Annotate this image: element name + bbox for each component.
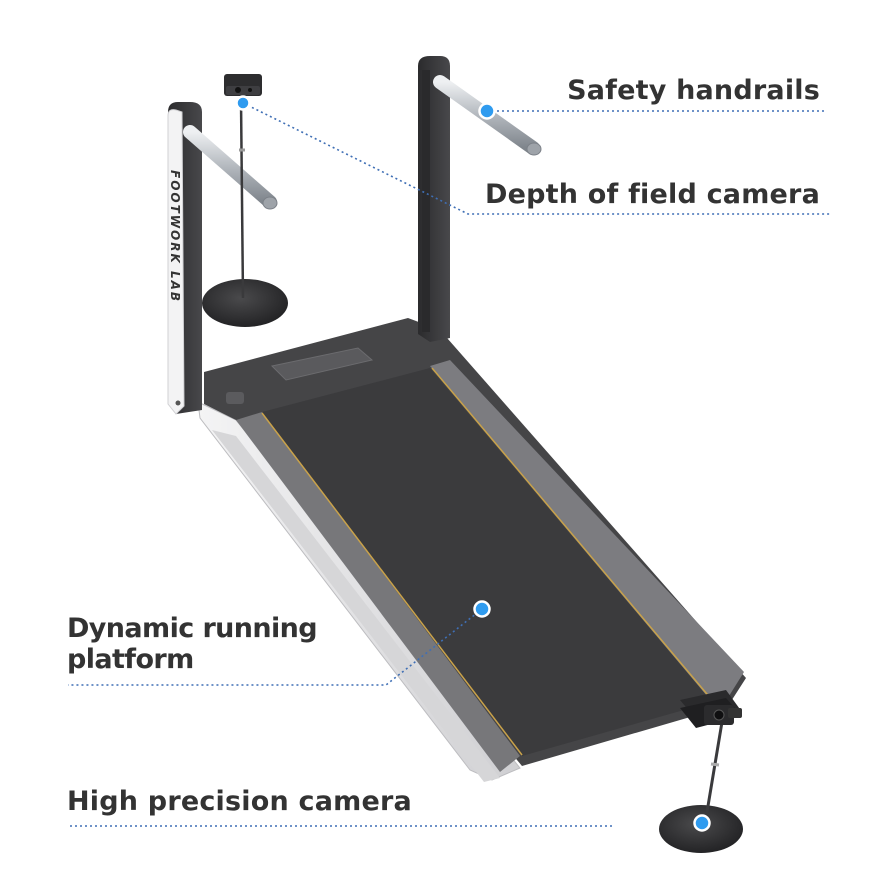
deck-bump [226, 392, 244, 404]
callout-safety-handrails: Safety handrails [567, 75, 820, 106]
depth-camera-face [226, 86, 260, 95]
running-belt [262, 368, 712, 756]
leader-lines [68, 102, 830, 827]
leader-depth-camera [242, 102, 830, 215]
marker-high-precision-camera [693, 814, 711, 832]
depth-camera-lens [235, 87, 241, 93]
marker-depth-camera [235, 95, 251, 111]
depth-camera-stand [202, 74, 288, 327]
deck-left-rail [236, 412, 520, 772]
belt-accent-right [431, 367, 713, 701]
depth-camera-base [202, 279, 288, 327]
treadmill-deck [197, 318, 746, 782]
hp-camera-body [680, 698, 742, 728]
callout-running-platform-line2: platform [67, 644, 194, 675]
depth-camera-pole [239, 99, 245, 299]
right-post-inner [422, 70, 430, 332]
left-handrail [183, 125, 278, 210]
marker-safety-handrails [478, 102, 496, 120]
callout-running-platform: Dynamic running platform [67, 613, 318, 675]
brand-text: FOOTWORK LAB [168, 170, 182, 303]
deck-skirt [212, 430, 500, 782]
left-post-screw [175, 400, 181, 406]
marker-dots [235, 95, 711, 832]
marker-running-platform [473, 600, 491, 618]
callout-running-platform-line1: Dynamic running [67, 613, 318, 644]
right-upright [418, 56, 450, 342]
left-upright: FOOTWORK LAB [167, 102, 202, 415]
hp-camera-pole-band [710, 762, 720, 767]
callout-depth-camera: Depth of field camera [485, 179, 820, 210]
leader-running-platform [68, 608, 483, 686]
hp-camera-pole [703, 721, 724, 825]
callout-high-precision-camera: High precision camera [67, 786, 412, 817]
deck-right-rail [430, 360, 744, 704]
belt-accent-left [261, 412, 523, 756]
left-post-white-face [167, 109, 185, 415]
depth-camera-lens-2 [248, 88, 252, 92]
console-window [270, 347, 374, 381]
